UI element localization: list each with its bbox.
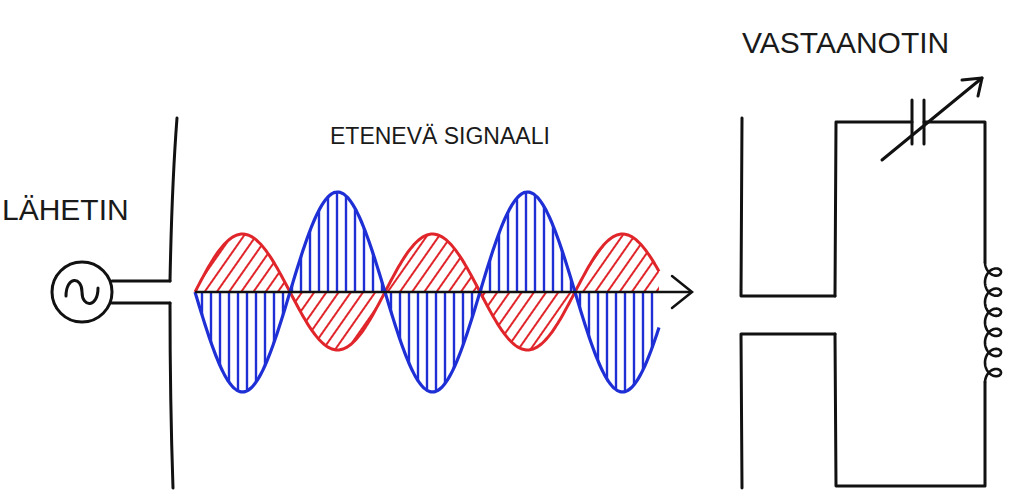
propagation-arrowhead	[672, 276, 692, 308]
transmit-antenna	[170, 303, 173, 488]
text-label: LÄHETIN	[2, 193, 129, 226]
sine-symbol	[66, 280, 98, 303]
feed-wire	[112, 302, 170, 305]
transmit-antenna	[170, 118, 177, 281]
receive-antenna	[741, 118, 835, 296]
receive-antenna	[741, 334, 835, 488]
circuit-wire	[924, 122, 985, 262]
text-label: VASTAANOTIN	[742, 26, 949, 59]
circuit-wire	[835, 122, 912, 296]
capacitor-plate	[923, 100, 926, 144]
variable-arrow-head	[962, 78, 982, 96]
circuit-wire	[835, 334, 985, 486]
variable-arrow	[882, 78, 982, 160]
text-label: ETENEVÄ SIGNAALI	[330, 124, 550, 149]
feed-wire	[112, 280, 170, 283]
propagation-axis	[195, 291, 690, 294]
inductor-coil	[985, 262, 1001, 382]
ac-source	[52, 262, 112, 322]
